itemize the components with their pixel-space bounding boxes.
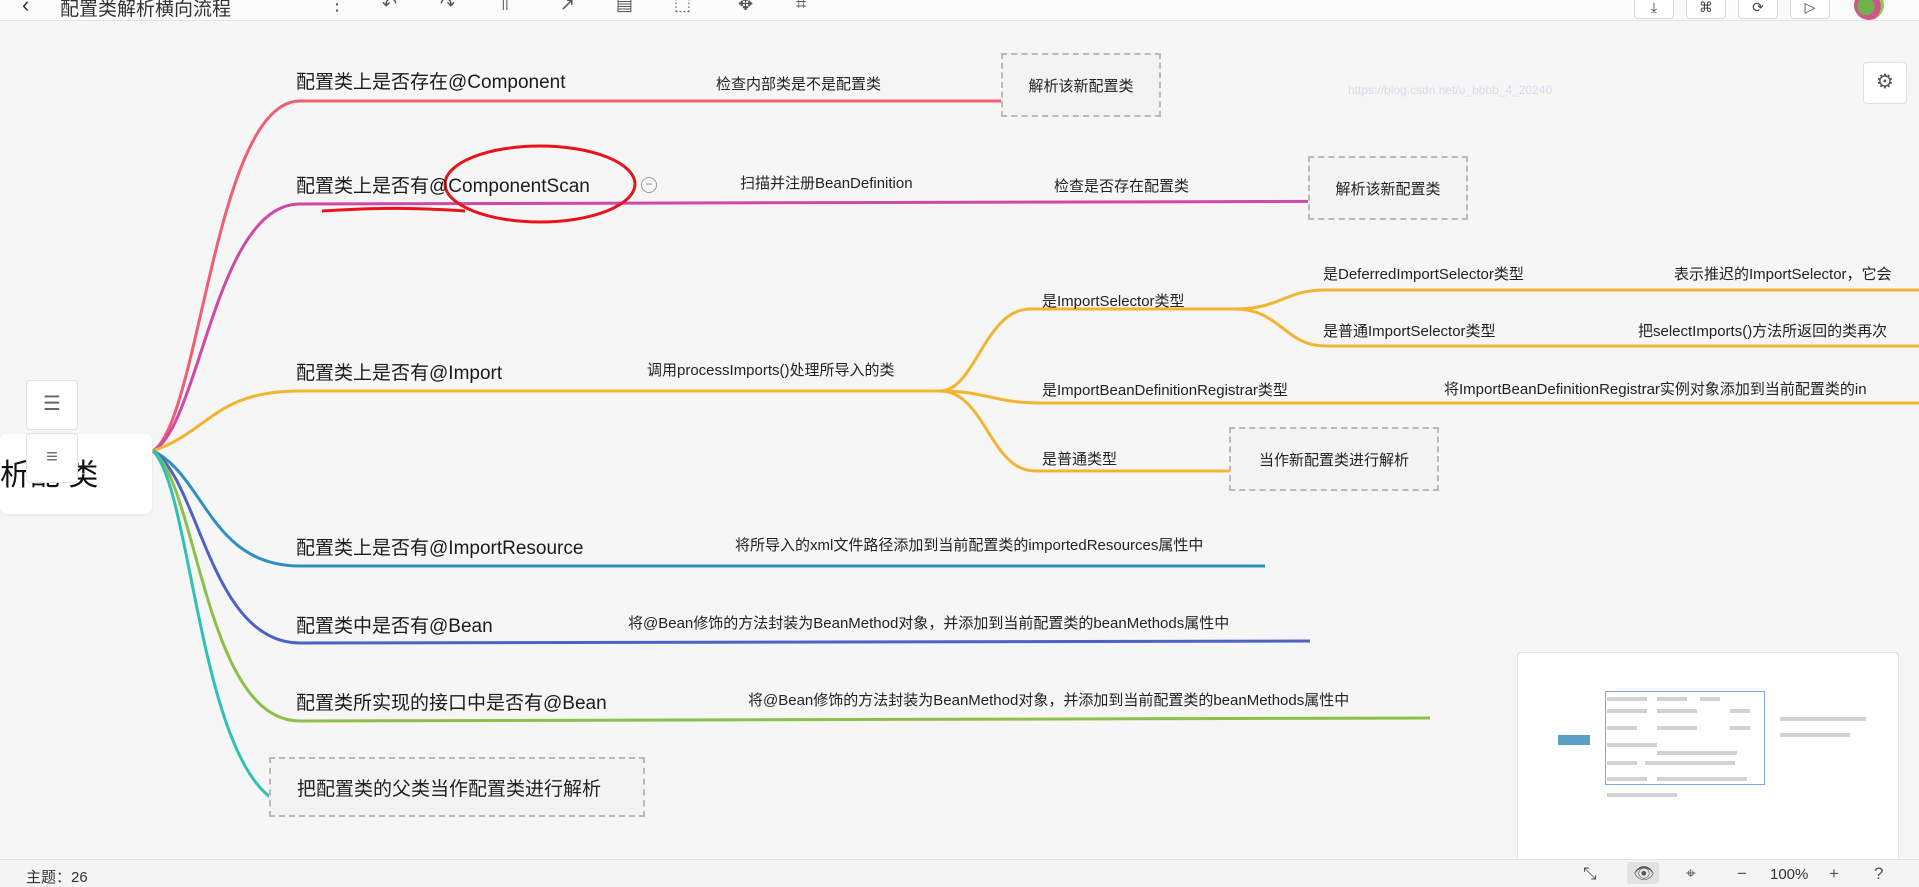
link-icon[interactable]: ⟳ xyxy=(1738,0,1778,19)
minimap-line xyxy=(1657,697,1687,701)
minimap-line xyxy=(1780,717,1866,721)
topic-bean[interactable]: 配置类中是否有@Bean xyxy=(296,616,493,637)
format-painter-icon[interactable]: ⫪ xyxy=(500,0,511,14)
topic-registrar[interactable]: 是ImportBeanDefinitionRegistrar类型 xyxy=(1042,382,1288,399)
select-icon[interactable]: ⬚ xyxy=(674,0,692,14)
status-bar: 主题：26 ⤡ 👁 ⌖ − 100% + ? xyxy=(0,859,1919,887)
minimap-line xyxy=(1607,777,1647,781)
topic-interface-bean[interactable]: 配置类所实现的接口中是否有@Bean xyxy=(296,693,607,714)
edge-deferred xyxy=(1234,288,1919,311)
minimap[interactable] xyxy=(1517,652,1899,869)
help-icon[interactable]: ? xyxy=(1874,864,1884,883)
edge-normal-type xyxy=(939,389,1230,473)
collapse-toggle[interactable]: − xyxy=(641,177,657,193)
topic-parse-new-config-1[interactable]: 解析该新配置类 xyxy=(1001,53,1161,117)
annotation-circle xyxy=(443,144,637,224)
mindmap-edges xyxy=(151,99,1919,810)
minimap-line xyxy=(1645,761,1735,765)
edge-normal-selector xyxy=(1234,307,1919,348)
edge-importresource xyxy=(152,449,1265,568)
topic-count: 主题：26 xyxy=(26,869,88,886)
topic-parse-as-new-config[interactable]: 当作新配置类进行解析 xyxy=(1229,427,1439,491)
topic-parse-new-config-2[interactable]: 解析该新配置类 xyxy=(1308,156,1468,220)
structure-icon[interactable]: ⌗ xyxy=(796,0,807,14)
minimap-line xyxy=(1780,733,1850,737)
minimap-line xyxy=(1657,751,1737,755)
topic-normal-selector[interactable]: 是普通ImportSelector类型 xyxy=(1323,323,1496,340)
topic-normal-type[interactable]: 是普通类型 xyxy=(1042,451,1118,468)
minimap-line xyxy=(1730,726,1750,730)
topic-bean-method[interactable]: 将@Bean修饰的方法封装为BeanMethod对象，并添加到当前配置类的bea… xyxy=(628,615,1230,632)
annotation-underline xyxy=(321,206,466,213)
minimap-line xyxy=(1657,726,1697,730)
redo-icon[interactable]: ↷ xyxy=(440,0,456,14)
edge-import-selector xyxy=(939,307,1235,393)
locate-icon[interactable]: ⌖ xyxy=(1686,864,1696,883)
topic-check-config-exists[interactable]: 检查是否存在配置类 xyxy=(1054,178,1190,195)
topic-process-imports[interactable]: 调用processImports()处理所导入的类 xyxy=(647,362,895,379)
topic-interface-bean-method[interactable]: 将@Bean修饰的方法封装为BeanMethod对象，并添加到当前配置类的bea… xyxy=(748,692,1350,709)
edge-bean xyxy=(152,449,1311,645)
minimap-line xyxy=(1607,726,1637,730)
mindmap-canvas[interactable]: 析配 类 ☰ ≡ 配置类上是否存在@Component 检查内部类是不是配置类 … xyxy=(0,21,1919,869)
minimap-line xyxy=(1607,761,1637,765)
topic-normal-selector-desc[interactable]: 把selectImports()方法所返回的类再次 xyxy=(1638,323,1888,340)
style-icon[interactable]: ▤ xyxy=(616,0,634,14)
minimap-line xyxy=(1730,709,1750,713)
minimap-line xyxy=(1607,793,1677,797)
undo-icon[interactable]: ↶ xyxy=(382,0,398,14)
top-toolbar: ‹ 配置类解析横向流程 ⋮ ↶ ↷ ⫪ ↗ ▤ ⬚ ✥ ⌗ ⤓ ⌘ ⟳ ▷ xyxy=(0,0,1919,21)
edge-interface-bean xyxy=(152,449,1431,723)
topic-componentscan[interactable]: 配置类上是否有@ComponentScan xyxy=(296,176,590,197)
edge-registrar xyxy=(939,389,1919,405)
zoom-in-button[interactable]: + xyxy=(1829,864,1839,883)
more-icon[interactable]: ⋮ xyxy=(328,0,346,14)
topic-import-selector[interactable]: 是ImportSelector类型 xyxy=(1042,293,1185,310)
zoom-level: 100% xyxy=(1770,866,1809,883)
document-title[interactable]: 配置类解析横向流程 xyxy=(60,0,232,20)
minimap-line xyxy=(1700,697,1720,701)
avatar[interactable] xyxy=(1854,0,1884,20)
minimap-line xyxy=(1607,743,1657,747)
eye-toggle-bg xyxy=(1627,862,1659,884)
edge-component xyxy=(152,99,1010,453)
pointer-icon[interactable]: ✥ xyxy=(738,0,754,14)
minimap-viewport[interactable] xyxy=(1605,691,1765,785)
edge-componentscan xyxy=(152,199,1461,453)
topic-check-inner-class[interactable]: 检查内部类是不是配置类 xyxy=(716,76,882,93)
minimap-root xyxy=(1558,735,1590,745)
insert-relation-icon[interactable]: ↗ xyxy=(560,0,576,14)
topic-import[interactable]: 配置类上是否有@Import xyxy=(296,363,503,384)
list-icon[interactable]: ≡ xyxy=(26,433,78,483)
outline-icon[interactable]: ☰ xyxy=(26,380,78,430)
minimap-line xyxy=(1607,709,1647,713)
topic-component[interactable]: 配置类上是否存在@Component xyxy=(296,72,566,93)
topic-deferred-desc[interactable]: 表示推迟的ImportSelector，它会 xyxy=(1674,266,1892,283)
present-icon[interactable]: ▷ xyxy=(1790,0,1830,19)
back-icon[interactable]: ‹ xyxy=(22,0,30,17)
watermark: https://blog.csdn.net/u_bbbb_4_20240 xyxy=(1348,83,1553,97)
fit-icon[interactable]: ⤡ xyxy=(1583,864,1597,883)
edge-import xyxy=(152,389,940,453)
topic-superclass[interactable]: 把配置类的父类当作配置类进行解析 xyxy=(269,757,645,817)
zoom-out-button[interactable]: − xyxy=(1737,864,1747,883)
topic-importresource[interactable]: 配置类上是否有@ImportResource xyxy=(296,538,584,559)
topic-deferred-selector[interactable]: 是DeferredImportSelector类型 xyxy=(1323,266,1524,283)
topic-xml-path[interactable]: 将所导入的xml文件路径添加到当前配置类的importedResources属性… xyxy=(735,537,1204,554)
share-icon[interactable]: ⌘ xyxy=(1686,0,1726,19)
minimap-line xyxy=(1607,697,1647,701)
minimap-line xyxy=(1657,709,1697,713)
download-icon[interactable]: ⤓ xyxy=(1634,0,1674,19)
minimap-line xyxy=(1657,777,1747,781)
topic-scan-register[interactable]: 扫描并注册BeanDefinition xyxy=(740,175,913,192)
settings-icon[interactable]: ⚙ xyxy=(1863,62,1907,104)
topic-registrar-desc[interactable]: 将ImportBeanDefinitionRegistrar实例对象添加到当前配… xyxy=(1444,381,1867,398)
eye-icon[interactable]: 👁 xyxy=(1633,864,1655,883)
